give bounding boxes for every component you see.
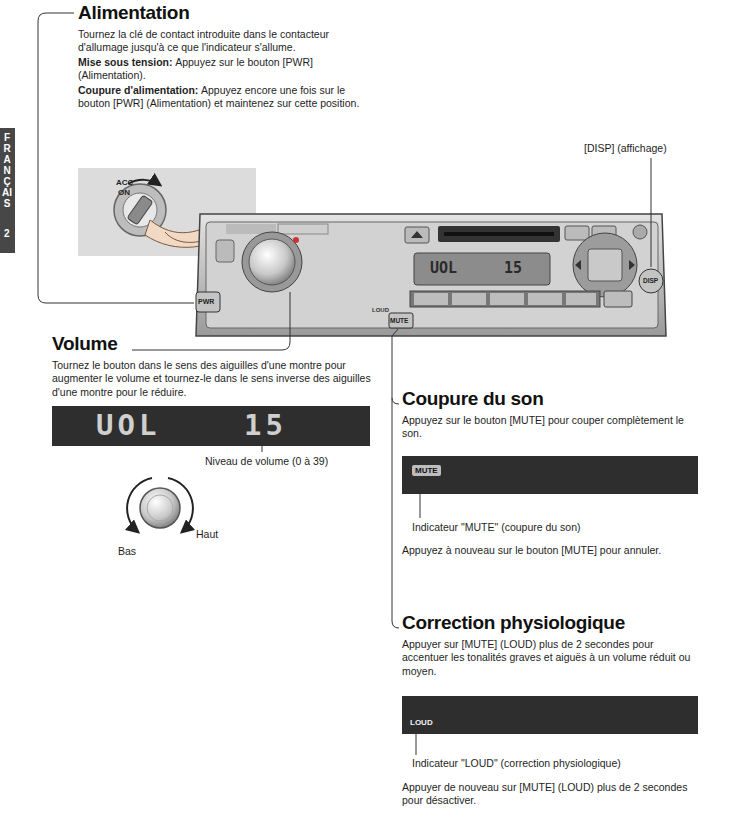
button-label: LOUD [372, 307, 389, 313]
text-group: Appuyer de nouveau sur [MUTE] (LOUD) plu… [402, 781, 697, 809]
section-heading: Alimentation [78, 2, 370, 25]
paragraph: Mise sous tension:Appuyez sur le bouton … [78, 56, 370, 83]
key-position: ACC [116, 178, 133, 187]
button-label: MUTE [390, 317, 408, 324]
text-group: Correction physiologiqueAppuyer sur [MUT… [402, 612, 702, 679]
paragraph: Volume [52, 333, 374, 356]
section-heading: Coupure du son [402, 388, 702, 411]
button-label: DISP [643, 277, 658, 284]
button-label: PWR [198, 298, 214, 305]
text-group: Indicateur "MUTE" (coupure du son) [412, 521, 712, 535]
paragraph: Indicateur "LOUD" (correction physiologi… [412, 757, 712, 770]
display-text: 15 [244, 408, 287, 442]
text-group: AlimentationTournez la clé de contact in… [78, 2, 370, 111]
text-group: Indicateur "LOUD" (correction physiologi… [412, 757, 712, 771]
display-text: UOL [430, 259, 457, 277]
body-text: Indicateur "LOUD" (correction physiologi… [412, 757, 621, 769]
body-text: [DISP] (affichage) [584, 142, 667, 154]
direction-label: Haut [196, 528, 218, 540]
callout-text: Niveau de volume (0 à 39) [205, 455, 328, 467]
language-tab-text: FRANÇAIS [2, 132, 12, 209]
paragraph: Alimentation [78, 2, 370, 25]
paragraph: Coupure du son [402, 388, 702, 411]
body-text: Appuyez à nouveau sur le bouton [MUTE] p… [402, 544, 661, 556]
body-text: Appuyer de nouveau sur [MUTE] (LOUD) plu… [402, 781, 687, 806]
radio-display: UOL 15 [418, 256, 546, 282]
loud-display: LOUD [402, 696, 698, 734]
section-heading: Volume [52, 333, 374, 356]
paragraph: Appuyer sur [MUTE] (LOUD) plus de 2 seco… [402, 638, 702, 678]
text-group: Appuyez à nouveau sur le bouton [MUTE] p… [402, 544, 697, 558]
text-group: Coupure du sonAppuyez sur le bouton [MUT… [402, 388, 702, 442]
body-text: Appuyer sur [MUTE] (LOUD) plus de 2 seco… [402, 638, 690, 677]
paragraph: Tournez la clé de contact introduite dan… [78, 28, 370, 55]
language-tab [0, 128, 15, 253]
body-text: Tournez la clé de contact introduite dan… [78, 28, 329, 53]
display-text: LOUD [410, 718, 433, 727]
display-text: MUTE [412, 465, 441, 476]
display-text: UOL [96, 408, 160, 442]
paragraph: Appuyez sur le bouton [MUTE] pour couper… [402, 414, 702, 441]
key-position: ON [118, 188, 130, 197]
paragraph: Correction physiologique [402, 612, 702, 635]
paragraph: Appuyer de nouveau sur [MUTE] (LOUD) plu… [402, 781, 697, 808]
bold-lead: Coupure d'alimentation: [78, 84, 198, 96]
text-group: [DISP] (affichage) [584, 142, 724, 156]
paragraph: [DISP] (affichage) [584, 142, 724, 155]
body-text: Indicateur "MUTE" (coupure du son) [412, 521, 581, 533]
paragraph: Coupure d'alimentation:Appuyez encore un… [78, 84, 370, 111]
body-text: Appuyez sur le bouton [MUTE] pour couper… [402, 414, 684, 439]
volume-display: UOL 15 [52, 406, 370, 446]
volume-knob [127, 478, 193, 532]
body-text: Tournez le bouton dans le sens des aigui… [52, 359, 371, 398]
text-group: VolumeTournez le bouton dans le sens des… [52, 333, 374, 400]
page-number: 2 [4, 228, 10, 239]
display-text: 15 [504, 259, 522, 277]
mute-display: MUTE [402, 456, 698, 494]
direction-label: Bas [118, 545, 136, 557]
paragraph: Tournez le bouton dans le sens des aigui… [52, 359, 374, 399]
paragraph: Indicateur "MUTE" (coupure du son) [412, 521, 712, 534]
paragraph: Appuyez à nouveau sur le bouton [MUTE] p… [402, 544, 697, 557]
bold-lead: Mise sous tension: [78, 56, 173, 68]
car-radio [196, 214, 666, 336]
section-heading: Correction physiologique [402, 612, 702, 635]
